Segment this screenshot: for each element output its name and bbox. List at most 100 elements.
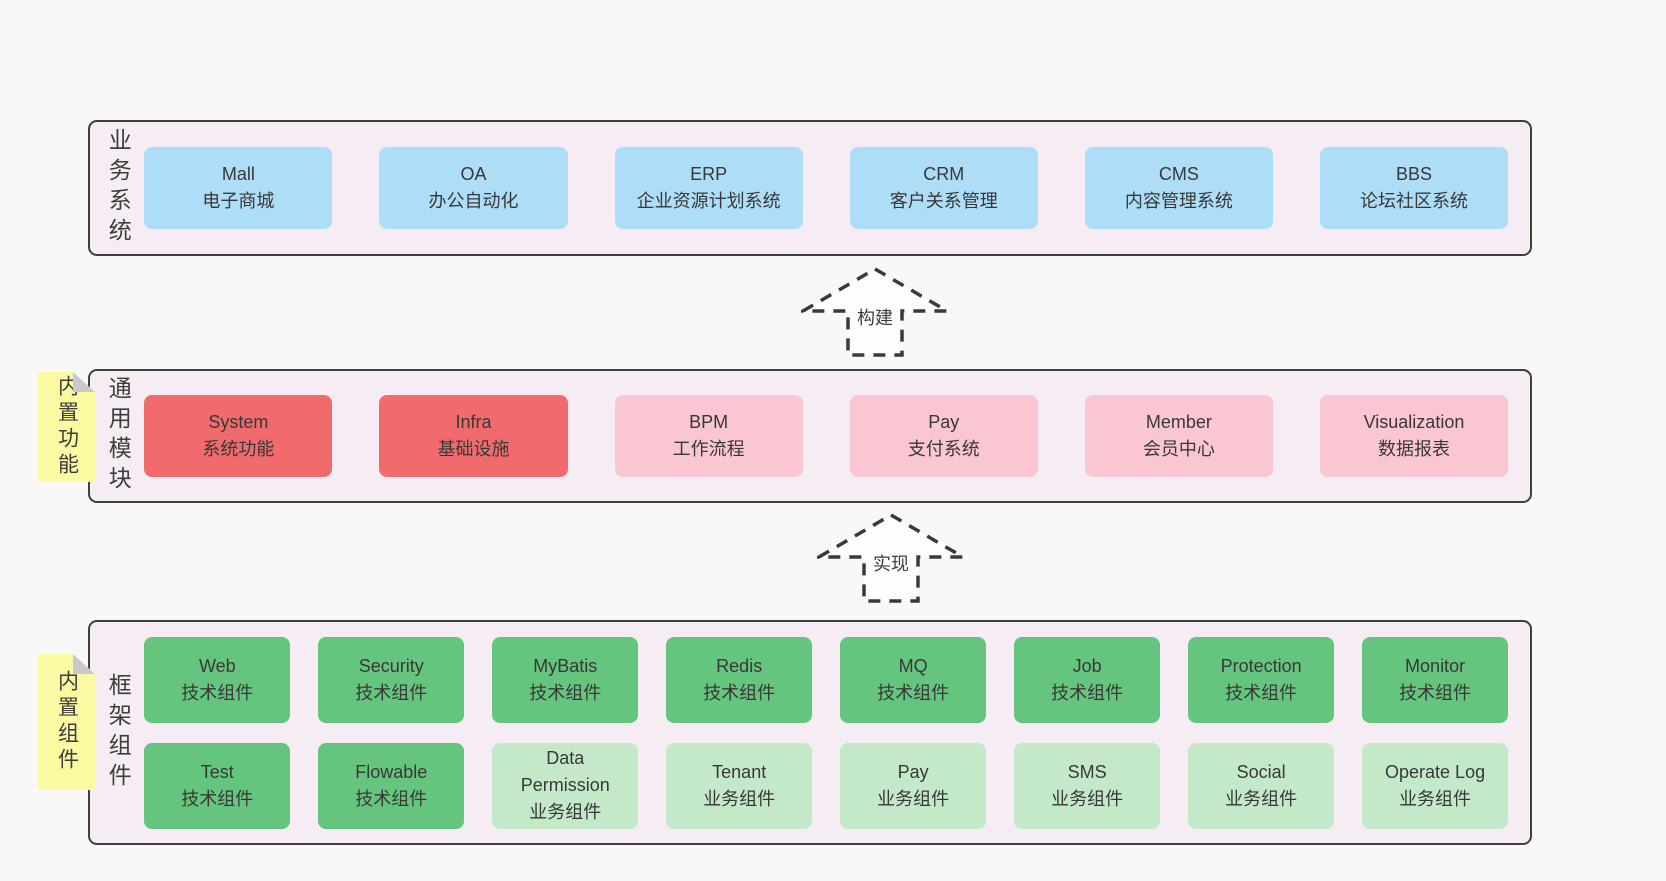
box-title: Pay <box>928 412 960 432</box>
component-box-job: Job 技术组件 <box>1014 636 1161 723</box>
arrow-build-label: 构建 <box>855 308 895 328</box>
panel-common-modules: 通用模块 System 系统功能 Infra 基础设施 BPM 工作流程 Pay… <box>88 369 1532 503</box>
box-title: Protection <box>1220 655 1302 676</box>
box-subtitle: 业务组件 <box>1399 788 1472 809</box>
box-title: Security <box>358 655 424 676</box>
business-box-crm: CRM 客户关系管理 <box>849 147 1038 229</box>
box-subtitle: 电子商城 <box>202 191 275 211</box>
module-box-member: Member 会员中心 <box>1084 395 1273 477</box>
box-title: Member <box>1145 412 1212 432</box>
box-subtitle: 技术组件 <box>703 682 776 703</box>
component-box-flowable: Flowable 技术组件 <box>318 742 465 829</box>
panel-modules-label: 通用模块 <box>105 376 132 496</box>
box-subtitle: 系统功能 <box>202 439 275 459</box>
component-box-pay: Pay 业务组件 <box>840 742 987 829</box>
box-title: CRM <box>923 164 965 184</box>
module-box-bpm: BPM 工作流程 <box>614 395 803 477</box>
business-box-cms: CMS 内容管理系统 <box>1084 147 1273 229</box>
box-title: Mall <box>221 164 255 184</box>
box-title: Test <box>200 761 234 782</box>
box-title: Data Permission <box>520 748 610 795</box>
module-box-system: System 系统功能 <box>144 395 333 477</box>
component-box-mybatis: MyBatis 技术组件 <box>492 636 639 723</box>
box-title: SMS <box>1067 761 1107 782</box>
box-subtitle: 技术组件 <box>355 682 428 703</box>
box-title: OA <box>460 164 487 184</box>
box-title: Flowable <box>355 761 428 782</box>
box-title: BPM <box>689 412 729 432</box>
sticky-label: 内置功能 <box>55 375 79 479</box>
box-subtitle: 技术组件 <box>1399 682 1472 703</box>
panel-components-label: 框架组件 <box>105 672 132 793</box>
component-box-data-permission: Data Permission 业务组件 <box>492 742 639 829</box>
box-title: Pay <box>897 761 929 782</box>
box-subtitle: 技术组件 <box>1225 682 1298 703</box>
box-title: Social <box>1236 761 1286 782</box>
module-box-visualization: Visualization 数据报表 <box>1319 395 1509 477</box>
box-subtitle: 业务组件 <box>1051 788 1124 809</box>
box-title: Monitor <box>1405 655 1466 676</box>
module-box-infra: Infra 基础设施 <box>379 395 568 477</box>
box-subtitle: 业务组件 <box>1225 788 1298 809</box>
box-subtitle: 业务组件 <box>877 788 950 809</box>
business-box-bbs: BBS 论坛社区系统 <box>1319 147 1509 229</box>
box-title: Web <box>198 655 236 676</box>
component-box-operate-log: Operate Log 业务组件 <box>1362 742 1509 829</box>
box-subtitle: 技术组件 <box>1051 682 1124 703</box>
business-box-mall: Mall 电子商城 <box>144 147 333 229</box>
box-subtitle: 技术组件 <box>355 788 428 809</box>
component-box-redis: Redis 技术组件 <box>666 636 813 723</box>
business-boxes-row: Mall 电子商城 OA 办公自动化 ERP 企业资源计划系统 CRM 客户关系… <box>134 147 1530 229</box>
business-box-erp: ERP 企业资源计划系统 <box>614 147 803 229</box>
box-subtitle: 业务组件 <box>703 788 776 809</box>
component-box-security: Security 技术组件 <box>318 636 465 723</box>
components-row-2: Test 技术组件 Flowable 技术组件 Data Permission … <box>144 742 1509 829</box>
box-title: Redis <box>716 655 763 676</box>
box-subtitle: 技术组件 <box>181 682 254 703</box>
component-box-protection: Protection 技术组件 <box>1188 636 1335 723</box>
components-grid: Web 技术组件 Security 技术组件 MyBatis 技术组件 Redi… <box>134 636 1530 829</box>
component-box-tenant: Tenant 业务组件 <box>666 742 813 829</box>
business-box-oa: OA 办公自动化 <box>379 147 568 229</box>
component-box-test: Test 技术组件 <box>144 742 291 829</box>
box-subtitle: 企业资源计划系统 <box>636 191 781 211</box>
panel-business-systems: 业务系统 Mall 电子商城 OA 办公自动化 ERP 企业资源计划系统 CRM… <box>88 120 1532 256</box>
box-subtitle: 客户关系管理 <box>889 191 998 211</box>
box-title: Tenant <box>712 761 767 782</box>
box-subtitle: 技术组件 <box>529 682 602 703</box>
panel-business-label: 业务系统 <box>105 128 132 248</box>
box-title: Infra <box>455 412 492 432</box>
box-title: MyBatis <box>533 655 598 676</box>
sticky-note-built-in-features: 内置功能 <box>38 372 95 482</box>
box-subtitle: 工作流程 <box>672 439 745 459</box>
box-title: BBS <box>1395 164 1432 184</box>
component-box-mq: MQ 技术组件 <box>840 636 987 723</box>
modules-boxes-row: System 系统功能 Infra 基础设施 BPM 工作流程 Pay 支付系统… <box>134 395 1530 477</box>
components-row-1: Web 技术组件 Security 技术组件 MyBatis 技术组件 Redi… <box>144 636 1509 723</box>
component-box-monitor: Monitor 技术组件 <box>1362 636 1509 723</box>
box-title: System <box>208 412 269 432</box>
component-box-social: Social 业务组件 <box>1188 742 1335 829</box>
box-title: Job <box>1072 655 1102 676</box>
box-subtitle: 会员中心 <box>1142 439 1215 459</box>
box-subtitle: 内容管理系统 <box>1124 191 1233 211</box>
sticky-label: 内置组件 <box>55 670 79 774</box>
component-box-sms: SMS 业务组件 <box>1014 742 1161 829</box>
box-subtitle: 办公自动化 <box>428 191 519 211</box>
panel-framework-components: 框架组件 Web 技术组件 Security 技术组件 MyBatis 技术组件… <box>88 620 1532 845</box>
component-box-web: Web 技术组件 <box>144 636 291 723</box>
arrow-implement-label: 实现 <box>871 554 911 574</box>
box-title: ERP <box>690 164 728 184</box>
box-subtitle: 基础设施 <box>437 439 510 459</box>
arrow-up-build: 构建 <box>801 266 949 358</box>
sticky-note-built-in-components: 内置组件 <box>38 654 95 790</box>
box-subtitle: 支付系统 <box>907 439 980 459</box>
box-title: MQ <box>898 655 928 676</box>
arrow-up-implement: 实现 <box>817 512 965 604</box>
box-subtitle: 数据报表 <box>1377 439 1450 459</box>
module-box-pay: Pay 支付系统 <box>849 395 1038 477</box>
box-subtitle: 业务组件 <box>529 802 602 822</box>
box-subtitle: 论坛社区系统 <box>1359 191 1468 211</box>
box-title: Visualization <box>1363 412 1465 432</box>
